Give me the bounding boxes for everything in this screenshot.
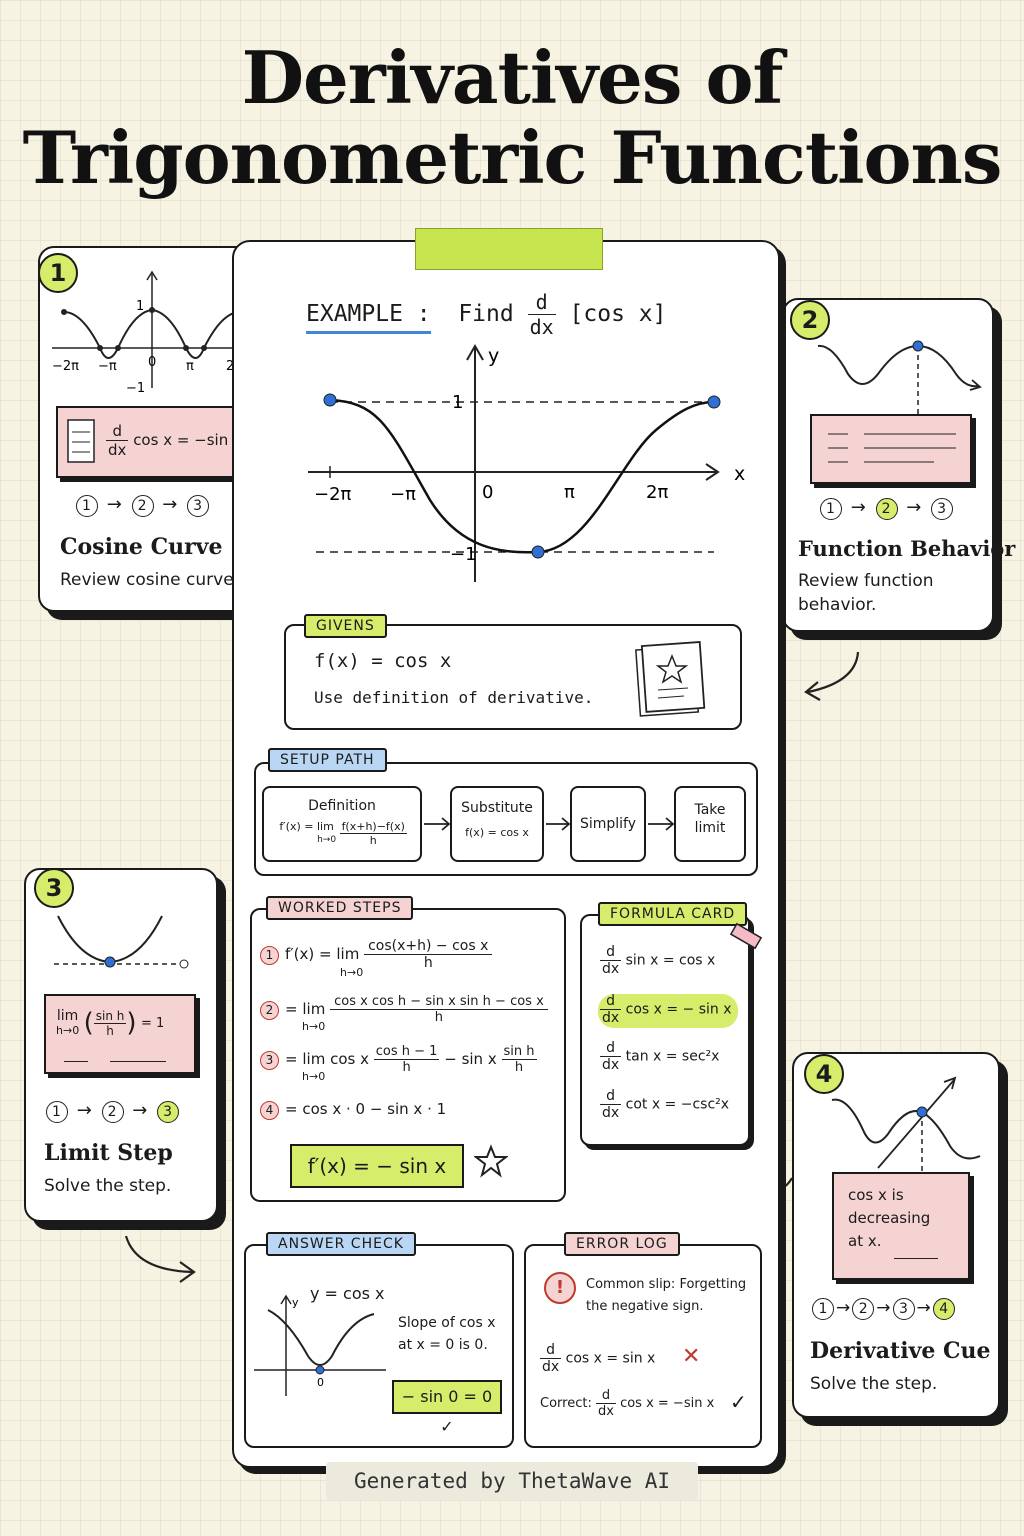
tick-label: 0	[317, 1376, 324, 1389]
tick-label: −2π	[314, 484, 352, 505]
text-lines-icon	[828, 433, 956, 463]
behavior-note	[810, 414, 972, 484]
tick-label: 0	[148, 355, 156, 370]
step-number-badge: 3	[34, 868, 74, 908]
cue-note: cos x is decreasing at x.	[832, 1172, 970, 1280]
star-icon	[474, 1144, 508, 1178]
title-line-1: Derivatives of	[241, 35, 784, 120]
eraser-icon	[729, 922, 763, 950]
setup-path-tag: SETUP PATH	[268, 748, 387, 772]
example-expression: [cos x]	[569, 301, 667, 327]
note-text: cos x = −sin x	[133, 431, 242, 449]
tick-label: −π	[98, 359, 117, 374]
flow-substitute: Substitute f(x) = cos x	[450, 786, 544, 862]
worked-step-4: 4= cos x · 0 − sin x · 1	[260, 1100, 446, 1120]
card-title: Function Behavior	[798, 536, 1016, 561]
wave-mini-graph	[817, 340, 982, 416]
worked-result: f′(x) = − sin x	[290, 1144, 464, 1188]
tick-label: −π	[390, 484, 416, 505]
answer-graph-label: y = cos x	[310, 1284, 385, 1303]
givens-line-2: Use definition of derivative.	[314, 688, 594, 707]
step-progress: 1 → 2 → 3	[818, 497, 955, 520]
error-log-tag: ERROR LOG	[564, 1232, 680, 1256]
card-title: Limit Step	[44, 1140, 173, 1166]
flow-take-limit: Take limit	[674, 786, 746, 862]
tick-label: 0	[482, 482, 493, 503]
card-title: Derivative Cue	[810, 1338, 991, 1364]
step-progress: 1→2→3→4	[810, 1298, 957, 1320]
step-progress: 1 → 2 → 3	[74, 494, 211, 517]
cross-icon: ✕	[682, 1344, 701, 1369]
note-text: cos x is decreasing at x.	[848, 1186, 931, 1250]
tape-strip	[415, 228, 603, 270]
worked-step-2: 2= lim cos x cos h − sin x sin h − cos x…	[260, 994, 548, 1025]
error-text: Common slip: Forgetting the negative sig…	[586, 1277, 747, 1314]
tick-label: 2π	[646, 482, 668, 503]
worked-step-1-sub: h→0	[340, 966, 364, 979]
notepad-icon	[67, 419, 95, 463]
formula-card-box	[580, 914, 750, 1146]
answer-text: Slope of cos x at x = 0 is 0.	[398, 1315, 496, 1353]
axis-label: x	[734, 463, 745, 485]
tangent-mini-graph	[831, 1076, 981, 1174]
worked-step-2-sub: h→0	[302, 1020, 326, 1033]
tick-label: 1	[136, 299, 144, 314]
tick-label: −1	[126, 381, 145, 396]
title-line-2: Trigonometric Functions	[22, 115, 1003, 200]
tick-label: π	[186, 359, 194, 374]
card-description: Review cosine curve.	[60, 570, 240, 590]
answer-result: − sin 0 = 0 ✓	[392, 1380, 502, 1436]
tick-label: π	[564, 482, 575, 503]
check-icon: ✓	[730, 1390, 747, 1414]
step-number-badge: 2	[790, 300, 830, 340]
find-word: Find	[458, 301, 514, 327]
card-description: Solve the step.	[44, 1176, 172, 1196]
card-description: Review function behavior.	[798, 571, 934, 615]
axis-label: y	[488, 345, 499, 367]
main-cosine-graph: y x 1 −1 −2π −π 0 π 2π	[308, 343, 745, 582]
axis-label: y	[292, 1296, 299, 1309]
worked-steps-tag: WORKED STEPS	[266, 896, 414, 920]
givens-tag: GIVENS	[304, 614, 387, 638]
tick-label: 1	[452, 392, 463, 413]
tick-label: −2π	[52, 359, 79, 374]
step-progress: 1 → 2 → 3	[44, 1100, 181, 1123]
flow-simplify: Simplify	[570, 786, 646, 862]
warning-icon: !	[544, 1272, 576, 1304]
flow-arrows	[424, 817, 675, 831]
card-title: Cosine Curve	[60, 534, 223, 560]
worked-step-3-sub: h→0	[302, 1070, 326, 1083]
main-cosine-curve	[329, 398, 715, 554]
footer-credit: Generated by ThetaWave AI	[326, 1462, 698, 1500]
step-number-badge: 4	[804, 1054, 844, 1094]
answer-mini-graph: y 0	[254, 1294, 386, 1396]
formula-card-tag: FORMULA CARD	[598, 902, 748, 926]
step-number-badge: 1	[38, 253, 78, 293]
answer-check-tag: ANSWER CHECK	[266, 1232, 416, 1256]
example-label: EXAMPLE :	[306, 301, 431, 334]
parabola-mini-graph	[54, 915, 189, 969]
answer-check-box	[244, 1244, 514, 1448]
page-title: Derivatives of Trigonometric Functions	[0, 38, 1024, 198]
tick-label: −1	[450, 544, 477, 565]
card-description: Solve the step.	[810, 1374, 938, 1394]
formula-highlight	[598, 994, 738, 1028]
book-star-icon	[635, 641, 706, 717]
givens-line-1: f(x) = cos x	[314, 650, 452, 672]
